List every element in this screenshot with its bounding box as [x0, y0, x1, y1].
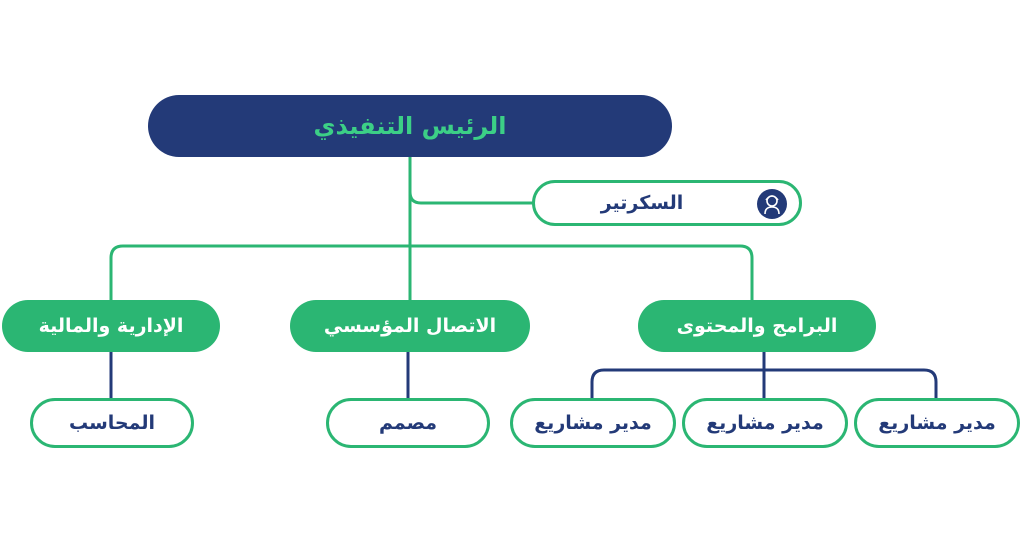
role-project-manager-2: مدير مشاريع — [682, 398, 848, 448]
role-project-manager-1-label: مدير مشاريع — [878, 412, 996, 434]
connector-departments-bar — [109, 244, 754, 300]
role-project-manager-3: مدير مشاريع — [510, 398, 676, 448]
ceo-node: الرئيس التنفيذي — [148, 95, 672, 157]
department-programs: البرامج والمحتوى — [638, 300, 876, 352]
role-accountant: المحاسب — [30, 398, 194, 448]
department-communication-label: الاتصال المؤسسي — [323, 315, 497, 337]
department-programs-label: البرامج والمحتوى — [676, 315, 838, 337]
secretary-label: السكرتير — [600, 192, 684, 214]
department-admin-finance-label: الإدارية والمالية — [38, 315, 184, 337]
role-designer-label: مصمم — [378, 412, 438, 434]
ceo-label: الرئيس التنفيذي — [313, 112, 507, 140]
role-project-manager-2-label: مدير مشاريع — [706, 412, 824, 434]
department-communication: الاتصال المؤسسي — [290, 300, 530, 352]
connector-secretary — [408, 191, 534, 205]
secretary-node: السكرتير — [532, 180, 802, 226]
role-project-manager-3-label: مدير مشاريع — [534, 412, 652, 434]
person-icon — [757, 189, 787, 219]
role-designer: مصمم — [326, 398, 490, 448]
role-project-manager-1: مدير مشاريع — [854, 398, 1020, 448]
department-admin-finance: الإدارية والمالية — [2, 300, 220, 352]
role-accountant-label: المحاسب — [69, 412, 156, 434]
